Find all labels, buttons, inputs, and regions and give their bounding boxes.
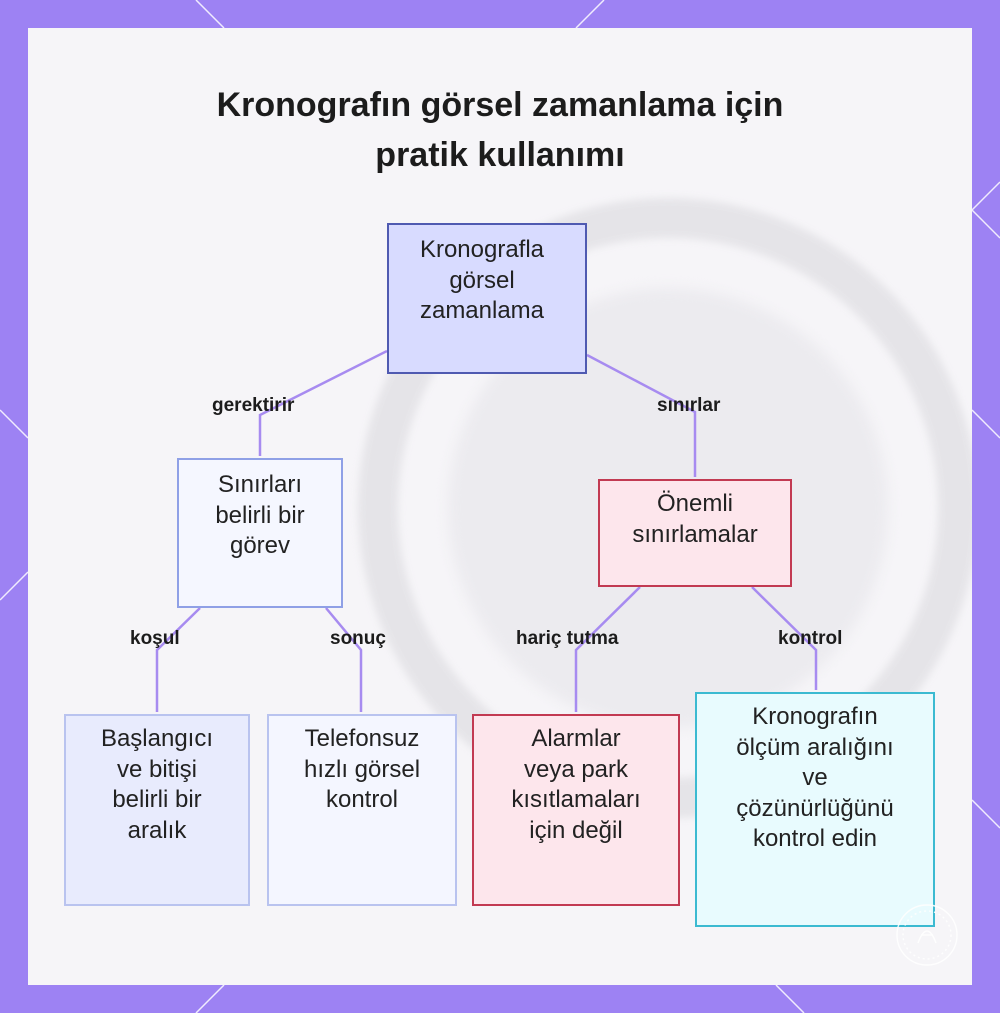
- node-important-limits: Önemli sınırlamalar: [598, 479, 792, 587]
- node-exclusion: Alarmlar veya park kısıtlamaları için de…: [472, 714, 680, 906]
- edge-requires: [258, 349, 388, 456]
- edge-condition: [155, 607, 201, 712]
- node-condition-label: Başlangıcı ve bitişi belirli bir aralık: [100, 725, 214, 844]
- edge-exclusion: [574, 586, 641, 712]
- edge-label-requires: gerektirir: [212, 395, 295, 416]
- node-condition: Başlangıcı ve bitişi belirli bir aralık: [64, 714, 250, 906]
- node-bounded-task-label: Sınırları belirli bir görev: [215, 471, 305, 559]
- title-line-1: Kronografın görsel zamanlama için: [216, 86, 784, 124]
- node-result-label: Telefonsuz hızlı görsel kontrol: [303, 725, 421, 813]
- node-important-limits-label: Önemli sınırlamalar: [632, 490, 758, 548]
- node-control-label: Kronografın ölçüm aralığını ve çözünürlü…: [736, 703, 894, 852]
- title-line-2: pratik kullanımı: [375, 136, 625, 174]
- edge-label-condition: koşul: [130, 628, 180, 649]
- node-visual-timing-label: Kronografla görsel zamanlama: [419, 236, 545, 324]
- edge-result: [325, 607, 363, 712]
- edge-label-exclusion: hariç tutma: [516, 628, 619, 649]
- node-result: Telefonsuz hızlı görsel kontrol: [267, 714, 457, 906]
- diagram-title: Kronografın görsel zamanlama için pratik…: [0, 80, 1000, 180]
- node-exclusion-label: Alarmlar veya park kısıtlamaları için de…: [511, 725, 641, 844]
- edge-label-result: sonuç: [330, 628, 386, 649]
- seal-logo: [896, 904, 958, 966]
- node-visual-timing: Kronografla görsel zamanlama: [387, 223, 587, 374]
- node-bounded-task: Sınırları belirli bir görev: [177, 458, 343, 608]
- edge-label-control: kontrol: [778, 628, 843, 649]
- edge-label-limits: sınırlar: [657, 395, 721, 416]
- edge-control: [751, 586, 818, 690]
- edge-limits: [586, 353, 697, 477]
- node-control: Kronografın ölçüm aralığını ve çözünürlü…: [695, 692, 935, 927]
